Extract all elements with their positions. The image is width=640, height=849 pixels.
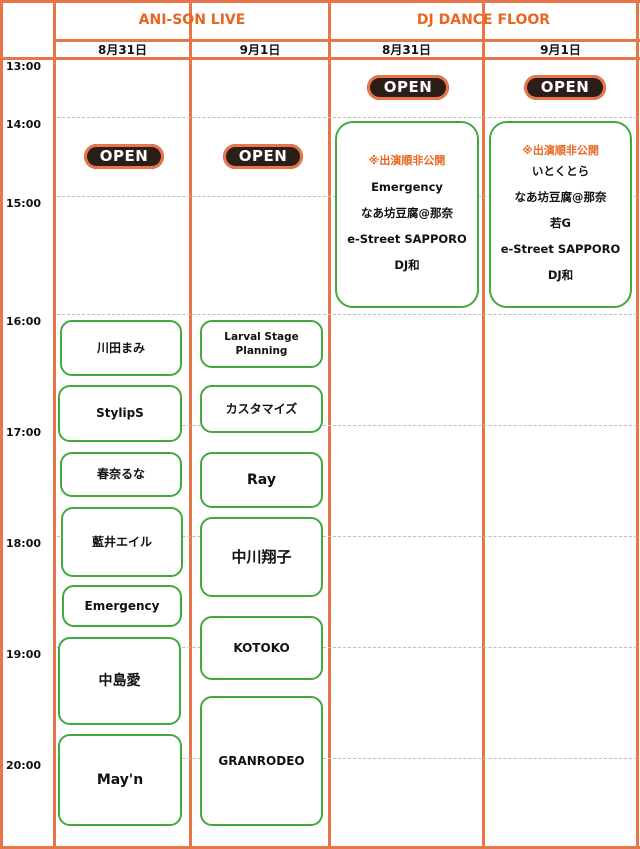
hour-line-14 xyxy=(57,117,637,118)
date-anison-day2: 9月1日 xyxy=(239,43,281,57)
dj-day2-name: e-Street SAPPORO xyxy=(500,241,621,256)
grid-line-bottom xyxy=(0,846,640,849)
dj-day2-note: ※出演順非公開 xyxy=(522,143,599,157)
dj-day2-name: なあ坊豆腐@那奈 xyxy=(514,189,607,204)
slot-ray: Ray xyxy=(200,452,323,508)
grid-line-dj-mid xyxy=(482,0,485,849)
slot-larval-stage-planning: Larval Stage Planning xyxy=(200,320,323,368)
dj-day1-name: Emergency xyxy=(371,179,443,194)
slot-customize: カスタマイズ xyxy=(200,385,323,433)
dj-day1-note: ※出演順非公開 xyxy=(368,153,446,167)
dj-day2-name: いとくとら xyxy=(531,163,590,178)
date-dj-day1: 8月31日 xyxy=(381,43,432,57)
open-badge-dj-day2: OPEN xyxy=(524,75,606,100)
time-label-16: 16:00 xyxy=(6,315,42,328)
dj-day1-name: なあ坊豆腐@那奈 xyxy=(361,205,453,220)
slot-aoi-eir: 藍井エイル xyxy=(61,507,183,577)
grid-line-header xyxy=(53,39,640,42)
date-dj-day2: 9月1日 xyxy=(540,43,581,57)
grid-line-dates xyxy=(0,57,640,60)
slot-kawada-mami: 川田まみ xyxy=(60,320,182,376)
dj-day2-name: DJ和 xyxy=(547,267,574,282)
open-badge-anison-day2: OPEN xyxy=(223,144,303,169)
slot-mayn: May'n xyxy=(58,734,182,826)
grid-line-time xyxy=(53,0,56,849)
header-anison-live: ANI-SON LIVE xyxy=(138,12,246,28)
hour-line-20 xyxy=(57,758,637,759)
dj-day1-name: e-Street SAPPORO xyxy=(347,231,467,246)
open-badge-dj-day1: OPEN xyxy=(367,75,449,100)
slot-kotoko: KOTOKO xyxy=(200,616,323,680)
time-label-18: 18:00 xyxy=(6,537,42,550)
hour-line-18 xyxy=(57,536,637,537)
hour-line-19 xyxy=(57,647,637,648)
slot-nakajima-megumi: 中島愛 xyxy=(58,637,181,725)
grid-line-right xyxy=(636,0,639,849)
date-anison-day1: 8月31日 xyxy=(97,43,148,57)
dj-block-day1: ※出演順非公開 Emergency なあ坊豆腐@那奈 e-Street SAPP… xyxy=(335,121,479,308)
slot-granrodeo: GRANRODEO xyxy=(200,696,323,826)
time-label-20: 20:00 xyxy=(6,759,42,772)
hour-line-16 xyxy=(57,314,637,315)
dj-block-day2: ※出演順非公開 いとくとら なあ坊豆腐@那奈 若G e-Street SAPPO… xyxy=(489,121,632,308)
slot-haruna-luna: 春奈るな xyxy=(60,452,182,497)
time-label-15: 15:00 xyxy=(6,197,42,210)
grid-line-top xyxy=(0,0,640,3)
time-label-13: 13:00 xyxy=(6,60,42,73)
dj-day1-name: DJ和 xyxy=(394,257,420,272)
grid-line-left xyxy=(0,0,3,849)
slot-stylips: StylipS xyxy=(58,385,182,442)
slot-nakagawa-shoko: 中川翔子 xyxy=(200,517,323,597)
open-badge-anison-day1: OPEN xyxy=(84,144,164,169)
slot-emergency-live: Emergency xyxy=(62,585,182,627)
time-label-19: 19:00 xyxy=(6,648,42,661)
grid-line-center xyxy=(328,0,331,849)
time-label-14: 14:00 xyxy=(6,118,42,131)
grid-line-anison-mid xyxy=(189,0,192,849)
header-dj-dance-floor: DJ DANCE FLOOR xyxy=(416,12,551,28)
dj-day2-name: 若G xyxy=(550,215,571,230)
hour-line-17 xyxy=(57,425,637,426)
time-label-17: 17:00 xyxy=(6,426,42,439)
